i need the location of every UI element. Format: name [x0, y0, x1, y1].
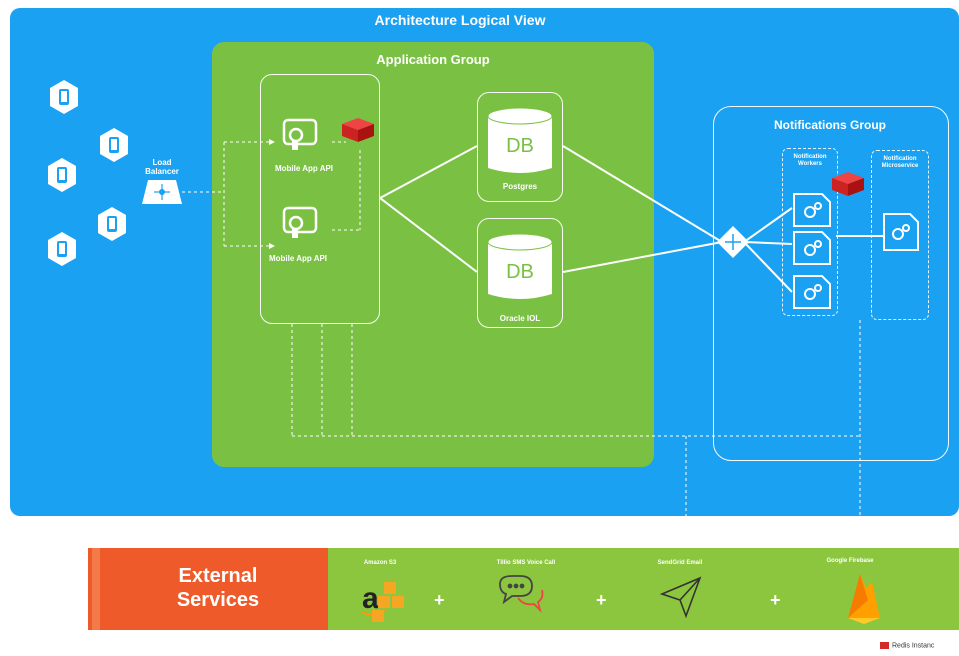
- router-icon: [717, 226, 749, 258]
- mobile-device-icon: [50, 80, 78, 114]
- external-services-list: Amazon S3 Tillio SMS Voice Call SendGrid…: [328, 548, 959, 630]
- postgres-label: Postgres: [502, 182, 538, 191]
- external-services-label: External Services: [102, 564, 334, 612]
- api-1-label: Mobile App API: [274, 164, 334, 173]
- oracle-label: Oracle IOL: [499, 314, 541, 323]
- service-title: Tillio SMS Voice Call: [496, 560, 556, 566]
- notification-microservice-label: Notification Microservice: [881, 156, 919, 169]
- firebase-icon: [848, 574, 880, 624]
- external-label-line1: External: [178, 565, 258, 587]
- oracle-container: [477, 218, 563, 328]
- notification-workers-label: Notification Workers: [793, 154, 827, 167]
- label-stripe: [92, 548, 100, 630]
- svg-text:a: a: [362, 582, 379, 615]
- diagram-title: Architecture Logical View: [374, 12, 546, 28]
- mobile-device-icon: [48, 232, 76, 266]
- notification-workers-box: [782, 148, 838, 316]
- mobile-device-icon: [100, 128, 128, 162]
- plus-sign: +: [596, 590, 607, 610]
- db-icon-text: DB: [506, 261, 534, 283]
- external-label-line2: Services: [176, 589, 260, 611]
- chat-icon: [499, 575, 544, 613]
- gear-document-icon: [793, 231, 831, 265]
- service-icons: a: [361, 574, 880, 624]
- gear-document-icon: [793, 275, 831, 309]
- redis-icon: [880, 642, 889, 649]
- api-icon: [282, 118, 318, 150]
- notifications-group: [713, 106, 949, 461]
- service-title: Google Firebase: [826, 558, 874, 564]
- application-group: Application Group: [212, 42, 654, 467]
- plus-sign: +: [434, 590, 445, 610]
- external-services-label-box: External Services: [82, 548, 328, 630]
- api-container: [260, 74, 380, 324]
- redis-icon: [342, 118, 374, 142]
- db-icon-text: DB: [506, 135, 534, 157]
- paper-plane-icon: [659, 576, 702, 619]
- postgres-container: [477, 92, 563, 202]
- gear-document-icon: [883, 213, 919, 251]
- database-icon: DB: [487, 107, 553, 173]
- amazon-s3-icon: a: [361, 582, 404, 622]
- legend: Redis Instanc: [880, 642, 934, 649]
- external-services-bar: External Services Amazon S3 Tillio SMS V…: [82, 548, 959, 630]
- mobile-device-icon: [48, 158, 76, 192]
- application-group-title: Application Group: [376, 52, 490, 67]
- load-balancer-label: Load Balancer: [145, 158, 179, 176]
- load-balancer-icon: [142, 180, 182, 204]
- plus-sign: +: [770, 590, 781, 610]
- service-title: Amazon S3: [363, 560, 397, 566]
- api-2-label: Mobile App API: [268, 254, 328, 263]
- api-icon: [282, 206, 318, 238]
- database-icon: DB: [487, 233, 553, 299]
- legend-text: Redis Instanc: [892, 642, 935, 650]
- gear-document-icon: [793, 193, 831, 227]
- redis-icon: [832, 172, 864, 196]
- mobile-device-icon: [98, 207, 126, 241]
- notifications-group-title: Notifications Group: [774, 118, 886, 132]
- service-title: SendGrid Email: [657, 560, 703, 566]
